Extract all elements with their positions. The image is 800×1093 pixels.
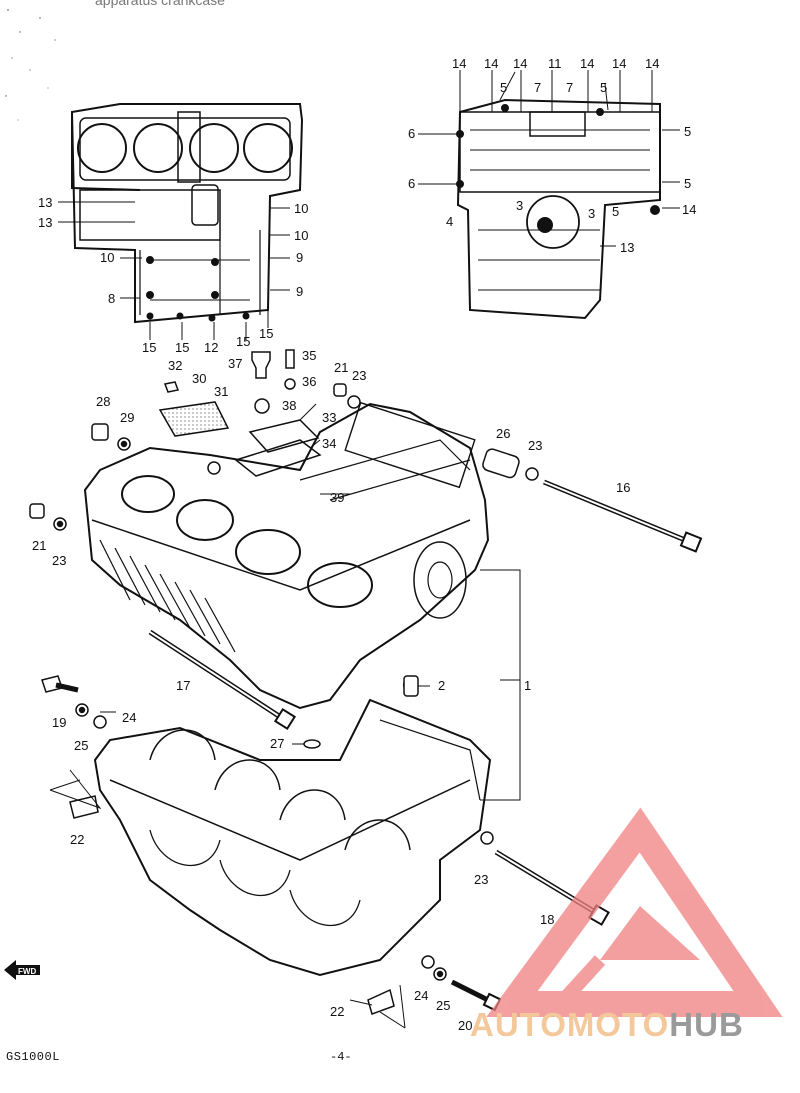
callout-15c: 15	[236, 334, 250, 349]
callout-11: 11	[548, 56, 562, 71]
callout-4: 4	[446, 214, 453, 229]
callout-31: 31	[214, 384, 228, 399]
callout-3a: 3	[516, 198, 523, 213]
callout-18: 18	[540, 912, 554, 927]
callout-33: 33	[322, 410, 336, 425]
callout-23b: 23	[528, 438, 542, 453]
callout-14b: 14	[484, 56, 498, 71]
switch-part-37	[251, 351, 271, 379]
long-bolts	[55, 479, 703, 1012]
callout-6a: 6	[408, 126, 415, 141]
callout-19: 19	[52, 715, 66, 730]
small-parts	[29, 349, 539, 1015]
callout-36: 36	[302, 374, 316, 389]
plug-part-28	[91, 423, 109, 441]
callout-29: 29	[120, 410, 134, 425]
callout-22b: 22	[330, 1004, 344, 1019]
callout-24b: 24	[414, 988, 428, 1003]
callout-25b: 25	[436, 998, 450, 1013]
header-partial-title: apparatus crankcase	[95, 0, 225, 8]
callout-12: 12	[204, 340, 218, 355]
callout-8: 8	[108, 291, 115, 306]
callout-7a: 7	[534, 80, 541, 95]
callout-15d: 15	[259, 326, 273, 341]
callout-39: 39	[330, 490, 344, 505]
upper-crankcase-top-view	[70, 103, 304, 324]
callout-34: 34	[322, 436, 336, 451]
callout-17: 17	[176, 678, 190, 693]
fwd-arrow-icon: FWD	[4, 960, 40, 980]
footer-page-number: -4-	[330, 1050, 352, 1064]
callout-21a: 21	[334, 360, 348, 375]
callout-23c: 23	[52, 553, 66, 568]
bracket-22b	[367, 988, 395, 1015]
lower-crankcase-main	[93, 678, 492, 977]
callout-28: 28	[96, 394, 110, 409]
cover-plate-33	[248, 419, 320, 453]
callout-21b: 21	[32, 538, 46, 553]
callout-13c: 13	[620, 240, 634, 255]
callout-5a: 5	[500, 80, 507, 95]
callout-14d: 14	[580, 56, 594, 71]
callout-16: 16	[616, 480, 630, 495]
footer-model: GS1000L	[6, 1050, 60, 1064]
callout-15a: 15	[142, 340, 156, 355]
callout-15b: 15	[175, 340, 189, 355]
callout-37: 37	[228, 356, 242, 371]
leader-lines	[49, 70, 680, 1029]
breather-element-30	[158, 401, 230, 437]
callout-2: 2	[438, 678, 445, 693]
callout-14a: 14	[452, 56, 466, 71]
callout-7b: 7	[566, 80, 573, 95]
callout-32: 32	[168, 358, 182, 373]
callout-14f: 14	[645, 56, 659, 71]
watermark-word-a: AUTOMOTO	[470, 1006, 670, 1043]
upper-crankcase-main	[83, 401, 490, 710]
callout-6b: 6	[408, 176, 415, 191]
watermark-word-b: HUB	[669, 1006, 744, 1043]
callout-25a: 25	[74, 738, 88, 753]
lower-crankcase-bottom-view	[456, 98, 661, 320]
callout-23a: 23	[352, 368, 366, 383]
scan-noise	[5, 9, 56, 121]
callout-labels: 13 13 10 8 10 10 9 9 15 15 12 15 15 14 1…	[32, 56, 696, 1033]
callout-10a: 10	[100, 250, 114, 265]
callout-26: 26	[496, 426, 510, 441]
callout-9a: 9	[296, 250, 303, 265]
callout-24a: 24	[122, 710, 136, 725]
callout-13a: 13	[38, 195, 52, 210]
dowel-pin-2	[403, 675, 419, 697]
callout-5e: 5	[612, 204, 619, 219]
callout-3b: 3	[588, 206, 595, 221]
watermark-text: AUTOMOTOHUB	[470, 1006, 744, 1044]
callout-35: 35	[302, 348, 316, 363]
callout-14c: 14	[513, 56, 527, 71]
callout-23d: 23	[474, 872, 488, 887]
callout-14g: 14	[682, 202, 696, 217]
fwd-text: FWD	[18, 967, 36, 976]
forward-marker: FWD	[2, 957, 42, 988]
callout-9b: 9	[296, 284, 303, 299]
callout-20: 20	[458, 1018, 472, 1033]
callout-14e: 14	[612, 56, 626, 71]
callout-27: 27	[270, 736, 284, 751]
callout-5d: 5	[684, 176, 691, 191]
callout-13b: 13	[38, 215, 52, 230]
callout-22a: 22	[70, 832, 84, 847]
gasket-34	[234, 439, 322, 477]
callout-10b: 10	[294, 201, 308, 216]
bush-part-26	[482, 448, 520, 479]
callout-5b: 5	[600, 80, 607, 95]
callout-38: 38	[282, 398, 296, 413]
callout-10c: 10	[294, 228, 308, 243]
callout-30: 30	[192, 371, 206, 386]
callout-1: 1	[524, 678, 531, 693]
watermark-logo-icon	[486, 807, 783, 1017]
callout-5c: 5	[684, 124, 691, 139]
bracket-22a	[69, 795, 99, 819]
